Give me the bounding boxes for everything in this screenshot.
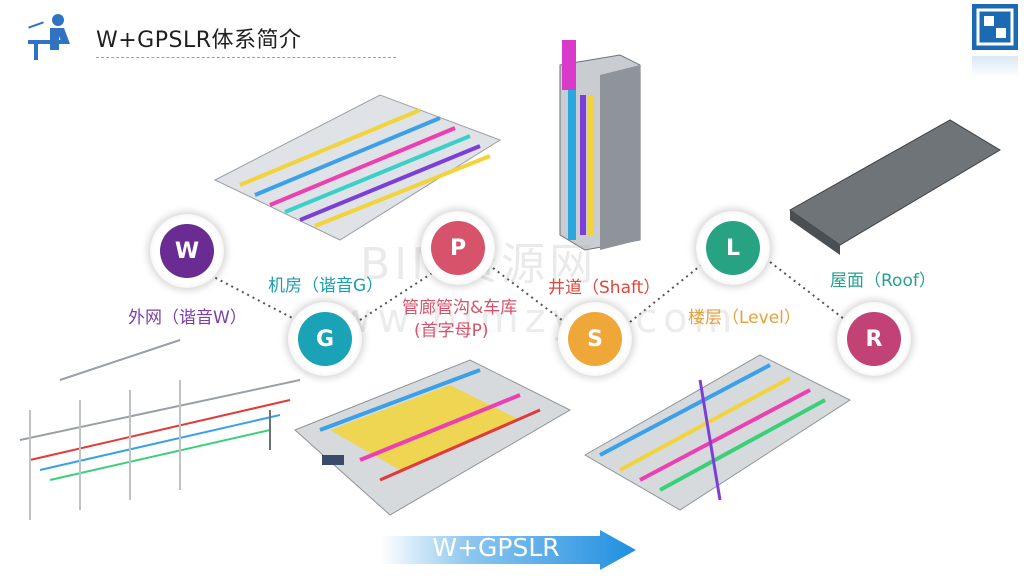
node-r-label: 屋面（Roof） — [830, 271, 936, 291]
node-g-letter: G — [298, 312, 352, 366]
shaft-model — [559, 40, 641, 251]
node-s-label: 井道（Shaft） — [548, 278, 661, 298]
logo-reflection — [972, 56, 1018, 78]
node-l-label: 楼层（Level） — [688, 308, 801, 328]
page-title: W+GPSLR体系简介 — [96, 28, 302, 53]
watermark-line2: www.bimzyw.com — [300, 296, 739, 342]
presenter-icon — [28, 10, 80, 62]
node-r-letter: R — [847, 312, 901, 366]
arrow-label: W+GPSLR — [432, 533, 560, 562]
garage-model — [294, 359, 572, 516]
node-p-label: 管廊管沟&车库 — [402, 298, 518, 318]
node-g: G — [288, 302, 362, 376]
node-l-letter: L — [706, 221, 760, 275]
machine-room-model — [213, 94, 502, 241]
cscec-logo-icon — [972, 4, 1018, 50]
roof-model — [789, 119, 1001, 255]
node-g-label: 机房（谐音G） — [268, 276, 384, 296]
node-p-letter: P — [431, 221, 485, 275]
external-network-model — [19, 339, 301, 520]
node-connectors — [209, 261, 849, 331]
node-w: W — [150, 214, 224, 288]
progress-arrow — [380, 530, 636, 570]
node-r: R — [837, 302, 911, 376]
node-l: L — [696, 211, 770, 285]
node-p-sublabel: (首字母P) — [414, 321, 489, 341]
node-s: S — [558, 302, 632, 376]
node-s-letter: S — [568, 312, 622, 366]
level-model — [583, 354, 852, 511]
node-w-label: 外网（谐音W） — [128, 308, 247, 328]
title-divider — [96, 57, 396, 58]
node-w-letter: W — [160, 224, 214, 278]
node-p: P — [421, 211, 495, 285]
